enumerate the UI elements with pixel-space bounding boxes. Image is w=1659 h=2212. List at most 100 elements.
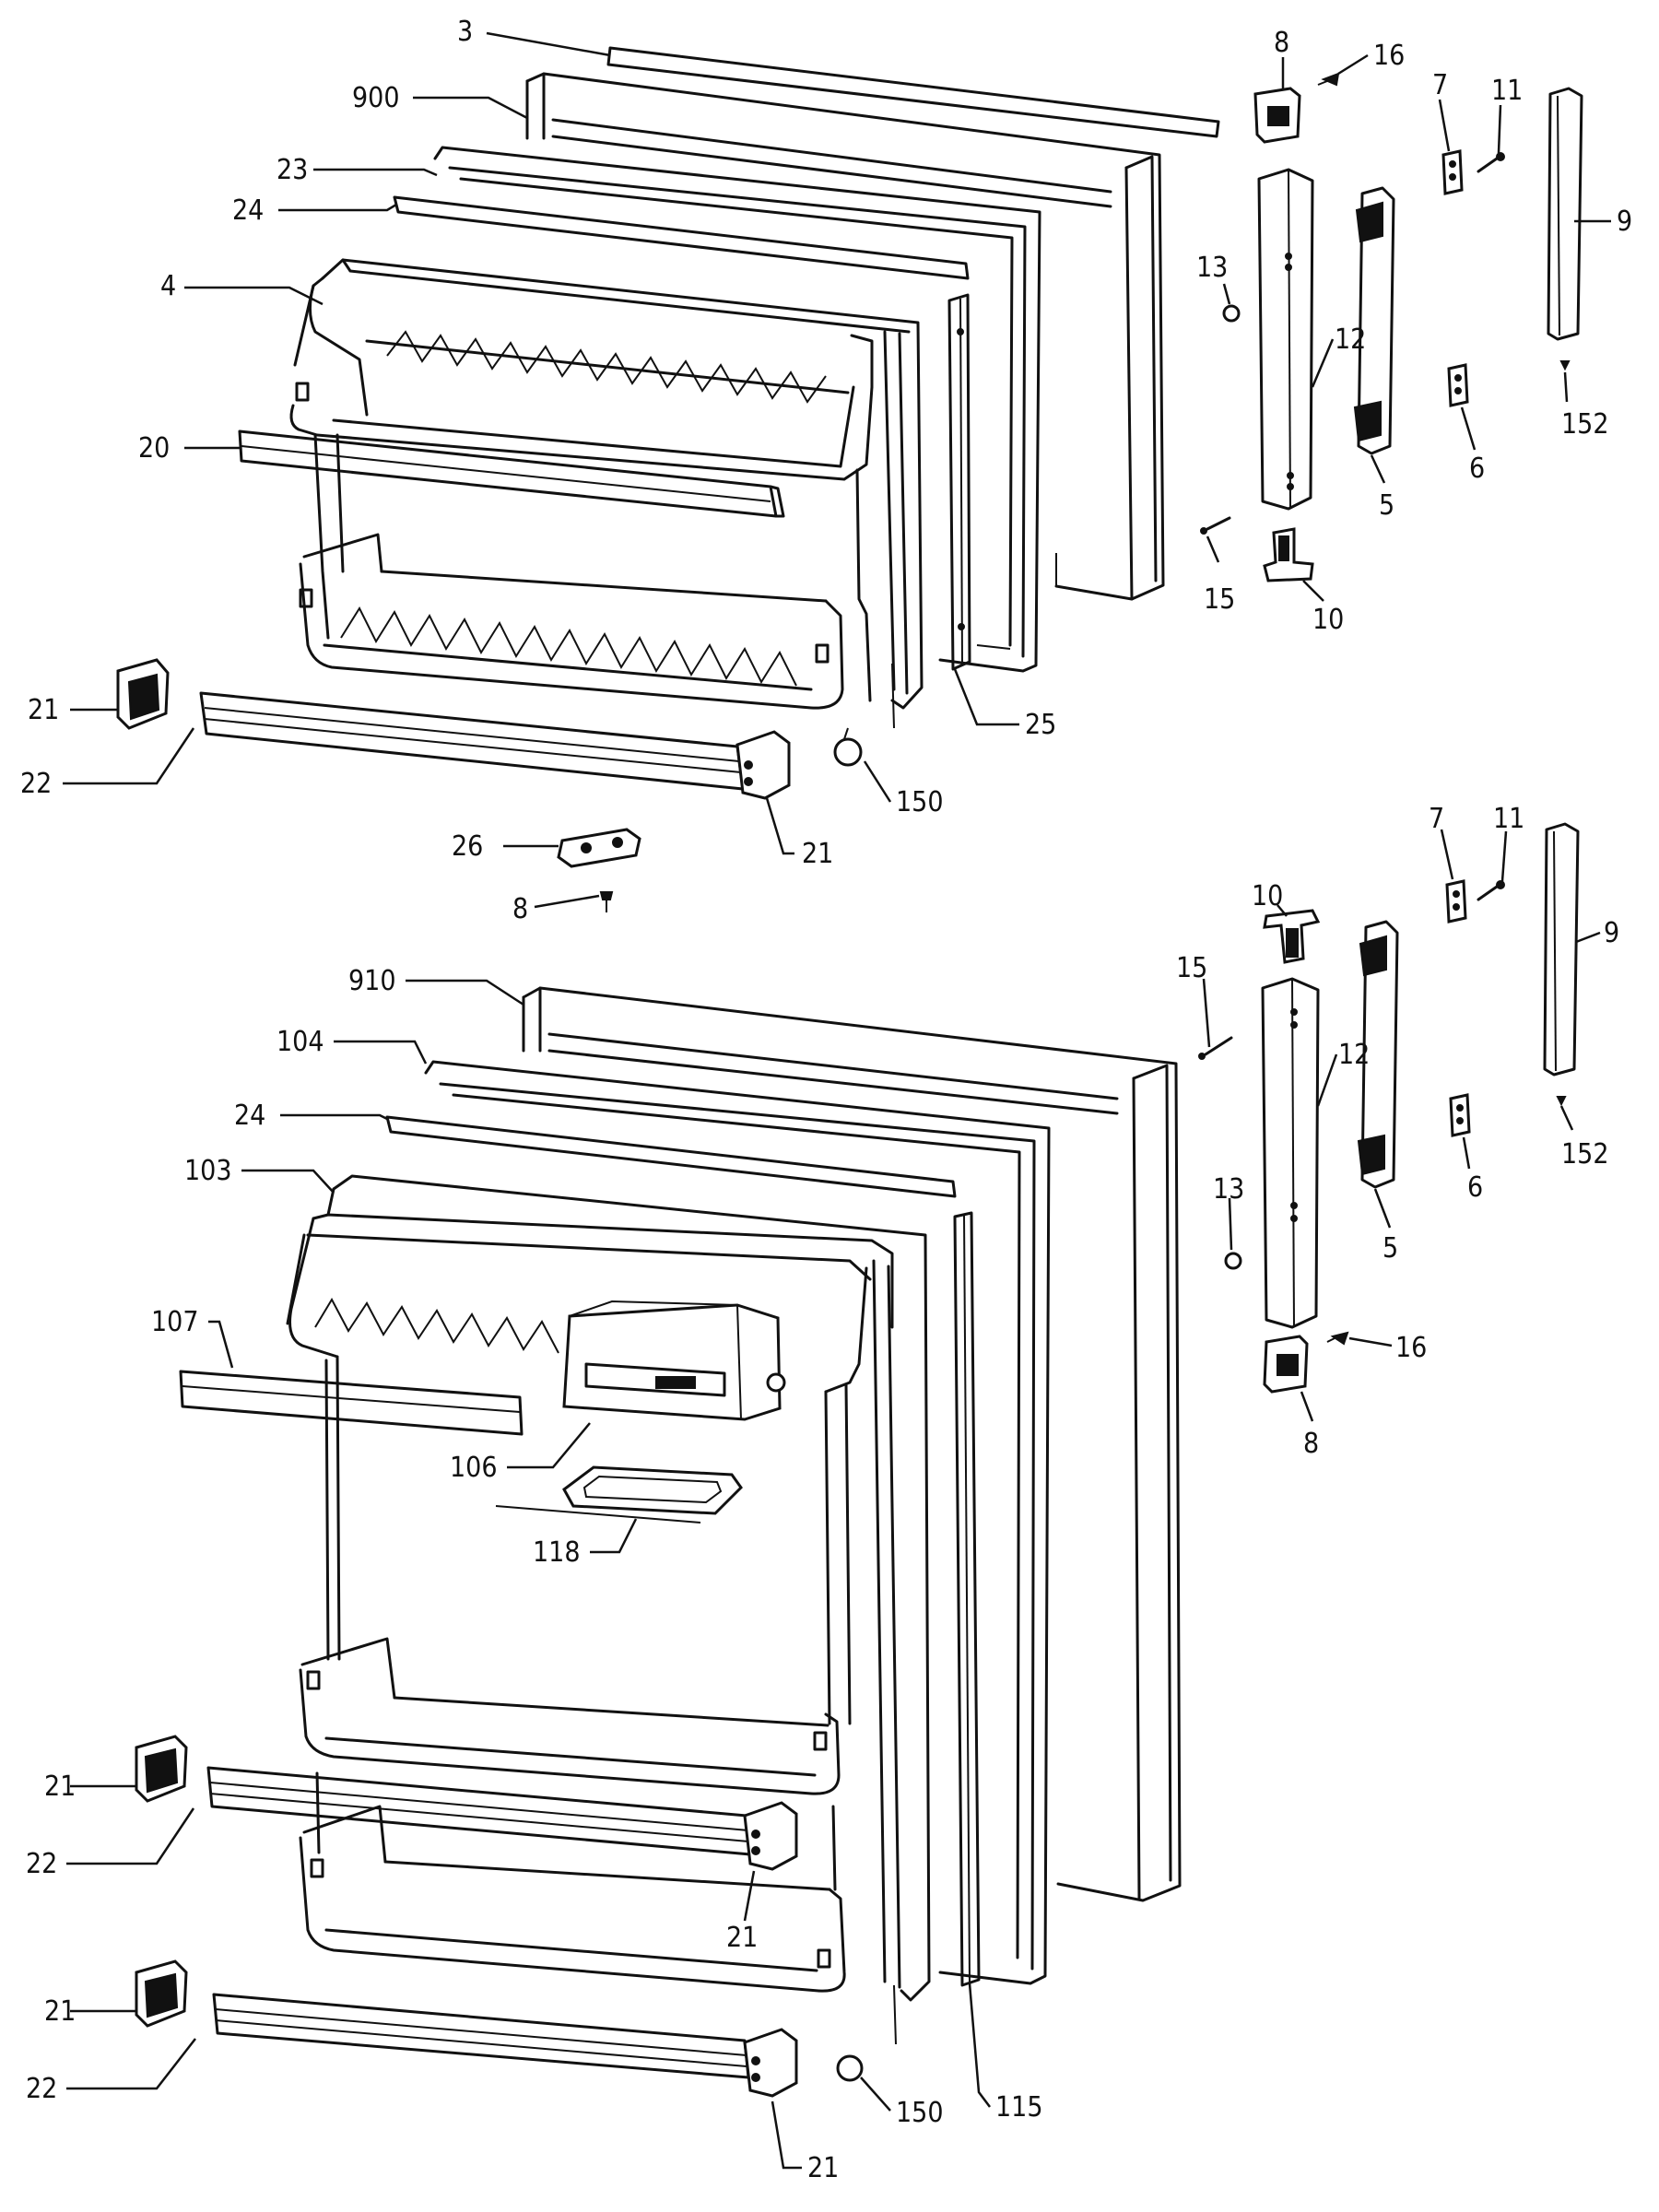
- part-150-screw: [833, 663, 895, 767]
- leader-lines: [63, 31, 1611, 2170]
- label-103: 103: [184, 1155, 232, 1187]
- part-115-hinge-strip: [953, 1211, 981, 1987]
- part-21-end-cap-right: [735, 730, 791, 800]
- part-12-hinge-cover: [1257, 168, 1314, 511]
- part-8-hinge-top: [1253, 87, 1301, 144]
- part-25-hinge-strip: [947, 293, 971, 671]
- part-26-bracket: [557, 828, 641, 868]
- label-26: 26: [452, 830, 483, 863]
- label-5: 5: [1379, 489, 1394, 522]
- label-15: 15: [1204, 583, 1235, 616]
- part-106-display-housing: [562, 1300, 786, 1421]
- part-24-liner-strip-lower: [385, 1115, 957, 1198]
- part-9-trim-strip-lower: [1543, 822, 1580, 1077]
- part-8-bolt: [599, 891, 614, 912]
- label-22: 22: [20, 768, 52, 800]
- part-118-tray: [495, 1465, 743, 1524]
- part-21-end-cap-left: [116, 658, 170, 730]
- part-12-hinge-cover-lower: [1261, 977, 1320, 1329]
- part-7-bracket: [1441, 149, 1464, 195]
- label-21: 21: [726, 1922, 758, 1954]
- label-13: 13: [1196, 252, 1228, 284]
- label-104: 104: [276, 1026, 324, 1058]
- label-152: 152: [1561, 1138, 1609, 1171]
- label-21: 21: [44, 1771, 76, 1803]
- label-25: 25: [1025, 709, 1056, 741]
- label-7: 7: [1429, 803, 1444, 835]
- label-6: 6: [1467, 1171, 1483, 1204]
- label-12: 12: [1335, 324, 1366, 356]
- label-8: 8: [1303, 1428, 1319, 1460]
- label-8: 8: [1274, 27, 1289, 59]
- label-8: 8: [512, 893, 528, 925]
- part-104-gasket: [424, 1060, 1051, 1985]
- label-20: 20: [138, 432, 170, 465]
- label-21: 21: [44, 1995, 76, 2028]
- part-4-door-liner: [289, 258, 924, 710]
- label-6: 6: [1469, 453, 1485, 485]
- part-152-plug: [1559, 360, 1571, 371]
- part-6-bracket-lower: [1449, 1093, 1471, 1137]
- label-3: 3: [457, 16, 473, 48]
- label-24: 24: [232, 194, 264, 227]
- label-150: 150: [896, 786, 944, 818]
- part-6-bracket: [1447, 363, 1469, 407]
- part-10-hinge-bottom: [1263, 527, 1314, 582]
- part-24-liner-strip: [393, 195, 970, 280]
- part-107-shelf-bar: [179, 1370, 524, 1436]
- part-15-pin-lower: [1198, 1036, 1233, 1060]
- part-10-hinge-top-lower: [1263, 909, 1321, 964]
- part-15-pin: [1200, 516, 1231, 535]
- part-5-handle: [1353, 186, 1395, 455]
- label-9: 9: [1604, 917, 1619, 949]
- label-150: 150: [896, 2097, 944, 2129]
- label-10: 10: [1252, 880, 1283, 912]
- label-4: 4: [160, 270, 176, 302]
- part-11-screw-lower: [1477, 880, 1505, 901]
- part-9-trim-strip: [1547, 87, 1583, 341]
- label-12: 12: [1338, 1039, 1370, 1071]
- label-21: 21: [28, 694, 59, 726]
- part-13-nut-lower: [1224, 1252, 1242, 1270]
- part-21-end-cap-f: [743, 2028, 798, 2098]
- part-5-handle-lower: [1357, 920, 1399, 1189]
- label-16: 16: [1395, 1332, 1427, 1364]
- label-21: 21: [802, 838, 833, 870]
- part-150-screw-lower: [836, 1984, 897, 2082]
- label-107: 107: [151, 1306, 199, 1338]
- label-24: 24: [234, 1100, 265, 1132]
- part-22-shelf-bar-b: [206, 1766, 752, 1856]
- label-15: 15: [1176, 952, 1207, 984]
- label-9: 9: [1617, 206, 1632, 238]
- label-22: 22: [26, 2073, 57, 2105]
- label-13: 13: [1213, 1173, 1244, 1206]
- part-152-plug-lower: [1556, 1096, 1567, 1107]
- label-106: 106: [450, 1452, 498, 1484]
- label-7: 7: [1432, 69, 1448, 101]
- part-103-door-liner: [286, 1174, 931, 2002]
- label-900: 900: [352, 82, 400, 114]
- part-16-screw-lower: [1326, 1331, 1349, 1346]
- part-labels: 3 900 23 24 4 20 21 22 21 26 8 150 25 8 …: [20, 16, 1632, 2184]
- label-16: 16: [1373, 40, 1405, 72]
- label-11: 11: [1491, 75, 1523, 107]
- part-16-screw-top: [1317, 72, 1340, 87]
- part-13-nut: [1222, 304, 1241, 323]
- part-11-screw: [1477, 152, 1505, 173]
- part-21-end-cap-c: [135, 1735, 188, 1803]
- label-115: 115: [995, 2091, 1043, 2124]
- part-8-hinge-bottom-lower: [1263, 1335, 1309, 1394]
- label-152: 152: [1561, 408, 1609, 441]
- label-21: 21: [807, 2152, 839, 2184]
- label-118: 118: [533, 1536, 581, 1569]
- label-11: 11: [1493, 803, 1524, 835]
- label-23: 23: [276, 154, 308, 186]
- part-20-shelf-bar: [238, 429, 785, 518]
- label-5: 5: [1382, 1232, 1398, 1265]
- part-3-top-trim: [606, 46, 1220, 138]
- part-7-bracket-lower: [1445, 879, 1467, 924]
- label-10: 10: [1312, 604, 1344, 636]
- part-22-shelf-bar-c: [212, 1993, 750, 2079]
- label-910: 910: [348, 965, 396, 997]
